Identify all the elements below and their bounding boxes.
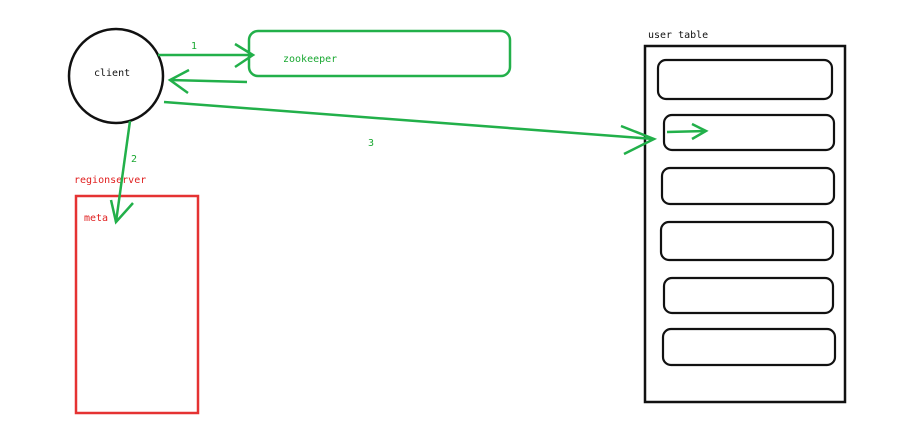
regionserver-box — [74, 194, 200, 415]
regionserver-node[interactable]: regionserver meta — [74, 175, 200, 415]
regionserver-label: regionserver — [74, 175, 146, 186]
region-6[interactable] — [661, 327, 837, 367]
edge-1-return — [167, 68, 248, 95]
edge-3-arrowhead — [620, 124, 658, 156]
edge-2: 2 — [109, 120, 137, 225]
region-3[interactable] — [660, 166, 836, 206]
region-2-pointer-line — [666, 129, 707, 134]
edge-1-return-line — [169, 78, 248, 84]
edge-3: 3 — [163, 100, 658, 156]
edge-2-arrowhead — [109, 199, 134, 225]
user-table-label: user table — [648, 30, 708, 41]
client-circle — [67, 27, 165, 125]
edge-1-label: 1 — [191, 41, 197, 52]
region-2[interactable] — [662, 113, 836, 152]
region-5[interactable] — [662, 276, 835, 315]
region-1[interactable] — [656, 58, 834, 101]
meta-label: meta — [84, 213, 108, 224]
user-table-box — [643, 44, 847, 404]
client-label: client — [94, 68, 130, 79]
edge-1-return-arrowhead — [167, 68, 190, 95]
user-table-node[interactable]: user table — [643, 30, 847, 404]
zookeeper-node[interactable]: zookeeper — [247, 29, 512, 78]
edge-1: 1 — [158, 41, 256, 69]
edge-1-arrowhead — [234, 42, 256, 69]
region-2-pointer-arrow — [666, 122, 709, 141]
edge-3-label: 3 — [368, 138, 374, 149]
client-node[interactable]: client — [67, 27, 165, 125]
edge-3-line — [163, 100, 655, 141]
edge-2-label: 2 — [131, 154, 137, 165]
region-4[interactable] — [659, 220, 835, 262]
edge-2-line — [114, 120, 132, 223]
zookeeper-label: zookeeper — [283, 54, 337, 65]
region-2-pointer-arrowhead — [691, 122, 709, 141]
